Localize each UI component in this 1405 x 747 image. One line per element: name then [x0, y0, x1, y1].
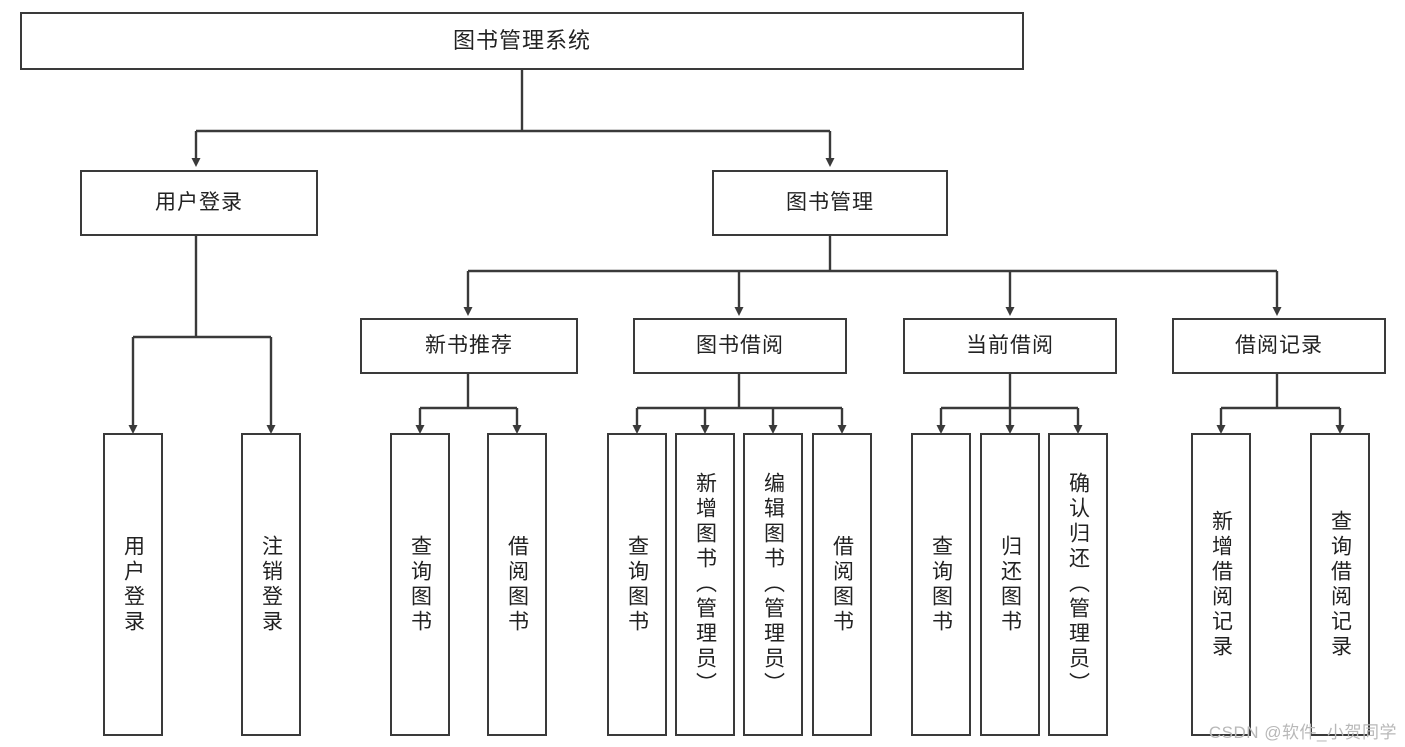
node-leaf-borrow-book-1[interactable]: 借阅图书 [487, 433, 547, 736]
node-label: 新书推荐 [425, 333, 513, 357]
node-label: 注销登录 [259, 534, 283, 635]
node-label: 查询图书 [625, 534, 649, 635]
node-label: 查询借阅记录 [1328, 509, 1352, 660]
node-label: 用户登录 [121, 534, 145, 635]
node-root-system[interactable]: 图书管理系统 [20, 12, 1024, 70]
watermark-text: CSDN @软件_小贺同学 [1208, 723, 1397, 742]
node-label: 图书管理系统 [452, 28, 591, 54]
node-leaf-return-book[interactable]: 归还图书 [980, 433, 1040, 736]
node-borrowing-record[interactable]: 借阅记录 [1172, 318, 1386, 374]
node-label: 新增借阅记录 [1209, 509, 1233, 660]
node-book-borrowing[interactable]: 图书借阅 [633, 318, 847, 374]
node-leaf-user-login[interactable]: 用户登录 [103, 433, 163, 736]
node-label: 借阅记录 [1235, 333, 1323, 357]
node-label: 查询图书 [929, 534, 953, 635]
node-label: 归还图书 [998, 534, 1022, 635]
node-label: 用户登录 [155, 190, 243, 214]
node-new-book-recommendation[interactable]: 新书推荐 [360, 318, 578, 374]
node-leaf-add-borrow-record[interactable]: 新增借阅记录 [1191, 433, 1251, 736]
node-label: 借阅图书 [830, 534, 854, 635]
node-label: 编辑图书（管理员） [761, 472, 785, 697]
node-leaf-add-book-admin[interactable]: 新增图书（管理员） [675, 433, 735, 736]
node-book-management[interactable]: 图书管理 [712, 170, 948, 236]
node-leaf-query-book-3[interactable]: 查询图书 [911, 433, 971, 736]
node-leaf-logout[interactable]: 注销登录 [241, 433, 301, 736]
node-label: 图书管理 [786, 190, 874, 214]
node-leaf-query-book-2[interactable]: 查询图书 [607, 433, 667, 736]
node-label: 查询图书 [408, 534, 432, 635]
node-user-login[interactable]: 用户登录 [80, 170, 318, 236]
node-label: 确认归还（管理员） [1066, 472, 1090, 697]
node-leaf-borrow-book-2[interactable]: 借阅图书 [812, 433, 872, 736]
node-label: 借阅图书 [505, 534, 529, 635]
node-label: 当前借阅 [966, 333, 1054, 357]
node-leaf-confirm-return-admin[interactable]: 确认归还（管理员） [1048, 433, 1108, 736]
node-current-borrowing[interactable]: 当前借阅 [903, 318, 1117, 374]
node-label: 图书借阅 [696, 333, 784, 357]
node-leaf-query-book-1[interactable]: 查询图书 [390, 433, 450, 736]
node-leaf-query-borrow-record[interactable]: 查询借阅记录 [1310, 433, 1370, 736]
node-leaf-edit-book-admin[interactable]: 编辑图书（管理员） [743, 433, 803, 736]
node-label: 新增图书（管理员） [693, 472, 717, 697]
